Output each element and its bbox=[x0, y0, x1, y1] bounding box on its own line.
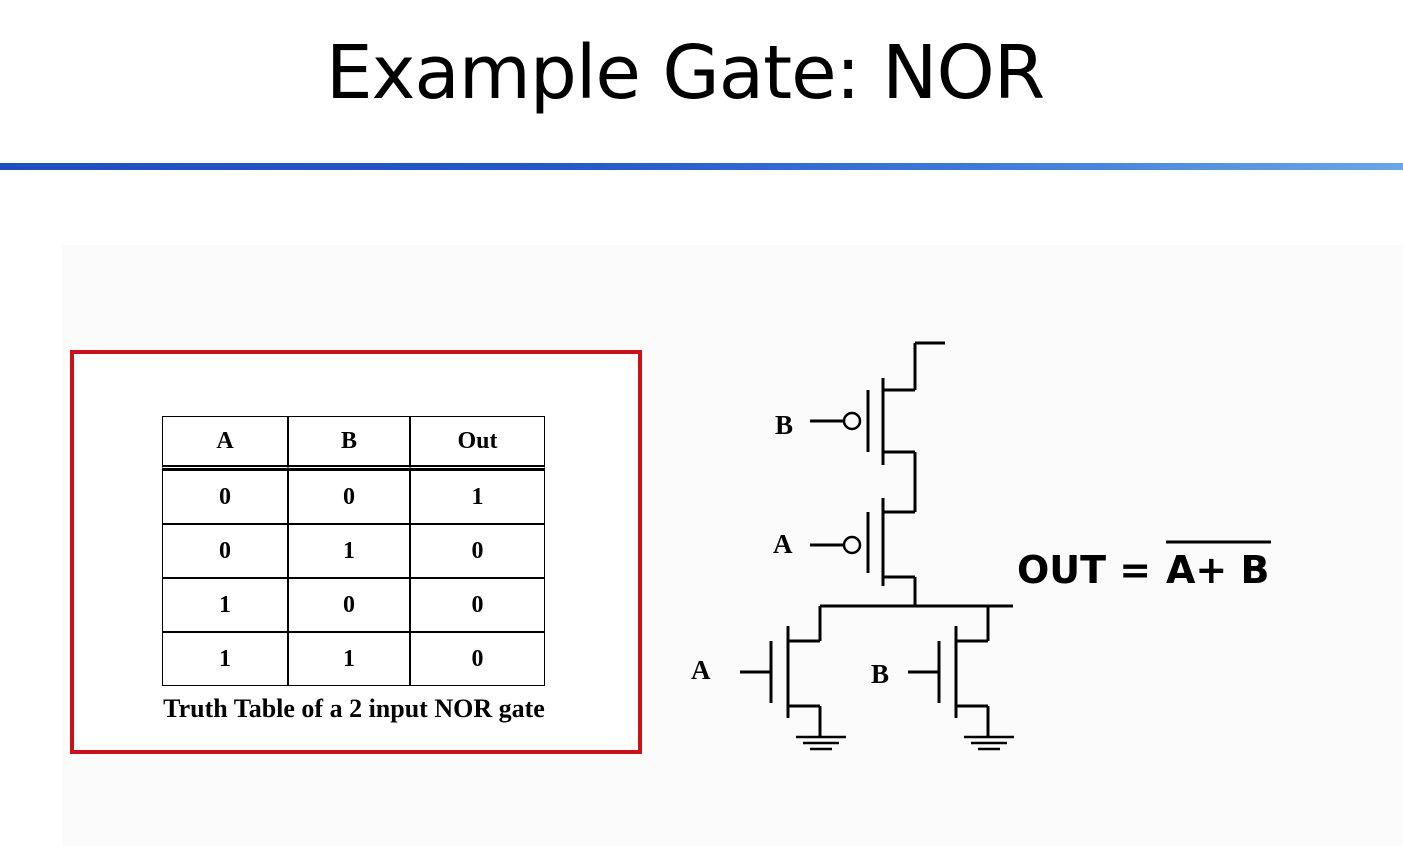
table-cell: 0 bbox=[288, 470, 410, 524]
table-row: 0 1 0 bbox=[162, 524, 545, 578]
table-cell: 1 bbox=[162, 632, 288, 686]
column-header: A bbox=[162, 416, 288, 470]
gate-label-b-nmos: B bbox=[871, 659, 889, 689]
table-cell: 0 bbox=[410, 578, 545, 632]
pmos-b-transistor bbox=[810, 343, 917, 465]
ground-icon bbox=[964, 735, 1014, 751]
pmos-a-transistor bbox=[810, 498, 915, 586]
column-header: B bbox=[288, 416, 410, 470]
table-cell: 0 bbox=[288, 578, 410, 632]
truth-table-panel: A B Out 0 0 1 0 1 0 1 0 0 1 1 0 Truth Ta… bbox=[70, 350, 642, 754]
table-row: 0 0 1 bbox=[162, 470, 545, 524]
nmos-b-transistor bbox=[908, 606, 990, 736]
equation-rhs: A+ B bbox=[1166, 548, 1269, 592]
table-cell: 1 bbox=[410, 470, 545, 524]
truth-table: A B Out 0 0 1 0 1 0 1 0 0 1 1 0 bbox=[162, 416, 545, 686]
ground-icon bbox=[796, 735, 846, 751]
gate-label-a-nmos: A bbox=[691, 655, 711, 685]
table-caption: Truth Table of a 2 input NOR gate bbox=[163, 694, 545, 723]
table-header-row: A B Out bbox=[162, 416, 545, 470]
table-cell: 1 bbox=[288, 524, 410, 578]
table-cell: 0 bbox=[410, 632, 545, 686]
table-row: 1 1 0 bbox=[162, 632, 545, 686]
title-divider bbox=[0, 163, 1403, 170]
table-cell: 1 bbox=[288, 632, 410, 686]
gate-label-b-pmos: B bbox=[775, 410, 793, 440]
table-cell: 0 bbox=[162, 524, 288, 578]
table-cell: 1 bbox=[162, 578, 288, 632]
table-cell: 0 bbox=[162, 470, 288, 524]
slide-title: Example Gate: NOR bbox=[325, 30, 1045, 116]
table-cell: 0 bbox=[410, 524, 545, 578]
column-header: Out bbox=[410, 416, 545, 470]
nmos-a-transistor bbox=[740, 606, 822, 736]
gate-label-a-pmos: A bbox=[773, 529, 793, 559]
table-row: 1 0 0 bbox=[162, 578, 545, 632]
equation-lhs: OUT = bbox=[1017, 548, 1164, 592]
